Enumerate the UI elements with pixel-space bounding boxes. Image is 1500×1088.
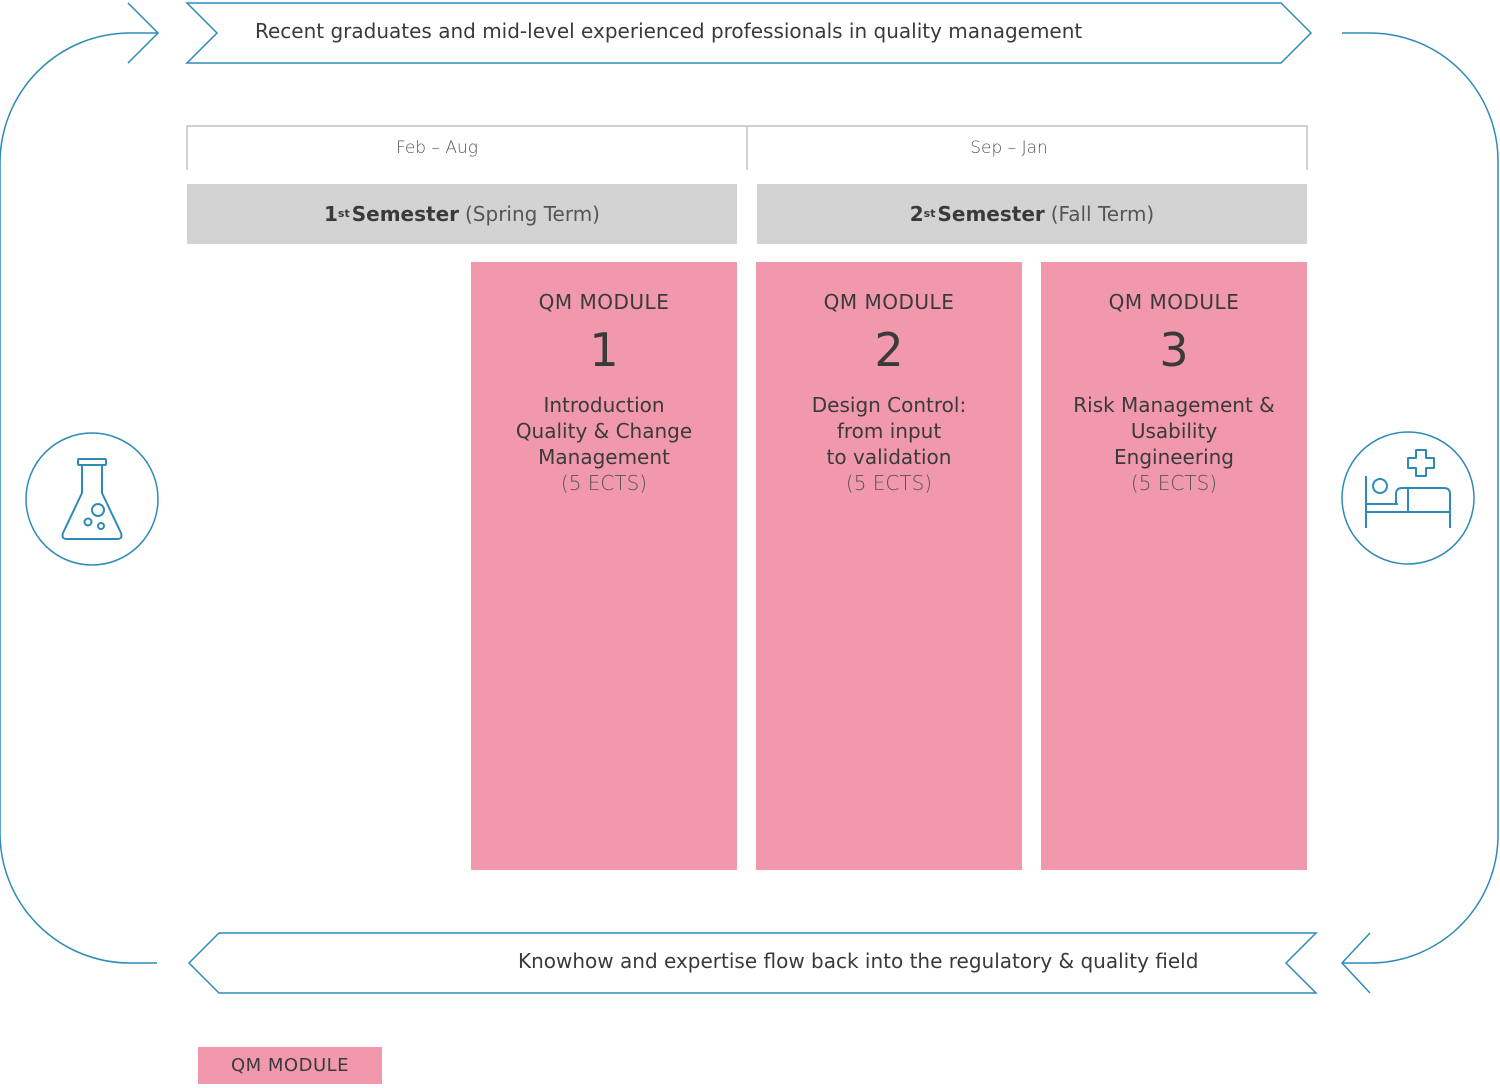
module-title-line: Design Control: bbox=[811, 393, 967, 417]
qm-module-1: QM MODULE 1 Introduction Quality & Chang… bbox=[471, 262, 737, 870]
left-loop-line bbox=[0, 32, 157, 964]
bottom-banner-text: Knowhow and expertise flow back into the… bbox=[518, 949, 1199, 973]
module-title: Design Control: from input to validation bbox=[756, 392, 1022, 470]
module-title-line: Quality & Change bbox=[515, 419, 693, 443]
bottom-banner-shape bbox=[187, 932, 1318, 994]
module-number: 2 bbox=[874, 323, 904, 377]
module-title-line: Usability bbox=[1130, 419, 1218, 443]
module-label: QM MODULE bbox=[538, 290, 670, 314]
module-title: Introduction Quality & Change Management bbox=[471, 392, 737, 470]
semester-2-number: 2 bbox=[909, 202, 924, 226]
module-title-line: Risk Management & bbox=[1073, 393, 1275, 417]
top-banner-shape bbox=[185, 2, 1313, 64]
module-label: QM MODULE bbox=[1108, 290, 1240, 314]
module-title-line: Engineering bbox=[1114, 445, 1234, 469]
qm-module-2: QM MODULE 2 Design Control: from input t… bbox=[756, 262, 1022, 870]
semester-2-term: (Fall Term) bbox=[1050, 202, 1155, 226]
module-label: QM MODULE bbox=[823, 290, 955, 314]
module-title-line: Introduction bbox=[543, 393, 665, 417]
semester-1-number: 1 bbox=[324, 202, 338, 226]
left-loop-arrowhead bbox=[127, 2, 160, 64]
semester-1-term: (Spring Term) bbox=[465, 202, 600, 226]
semester-2-word: Semester bbox=[937, 202, 1045, 226]
module-title-line: to validation bbox=[826, 445, 952, 469]
legend-qm-module: QM MODULE bbox=[198, 1047, 382, 1084]
module-ects: (5 ECTS) bbox=[1130, 471, 1218, 495]
period-label-1: Feb – Aug bbox=[395, 138, 478, 158]
module-number: 3 bbox=[1159, 323, 1189, 377]
period-label-2: Sep – Jan bbox=[970, 138, 1048, 158]
module-ects: (5 ECTS) bbox=[845, 471, 933, 495]
hospital-bed-icon bbox=[1341, 431, 1475, 565]
period-header-frame bbox=[186, 125, 1308, 170]
module-title: Risk Management & Usability Engineering bbox=[1041, 392, 1307, 470]
top-banner-text: Recent graduates and mid-level experienc… bbox=[255, 19, 1083, 43]
module-ects: (5 ECTS) bbox=[560, 471, 648, 495]
semester-1-word: Semester bbox=[351, 202, 459, 226]
module-title-line: Management bbox=[538, 445, 670, 469]
qm-module-3: QM MODULE 3 Risk Management & Usability … bbox=[1041, 262, 1307, 870]
right-loop-arrowhead bbox=[1340, 932, 1371, 994]
right-loop-line bbox=[1342, 32, 1499, 964]
module-number: 1 bbox=[589, 323, 619, 377]
module-title-line: from input bbox=[836, 419, 942, 443]
flask-icon bbox=[25, 432, 159, 566]
